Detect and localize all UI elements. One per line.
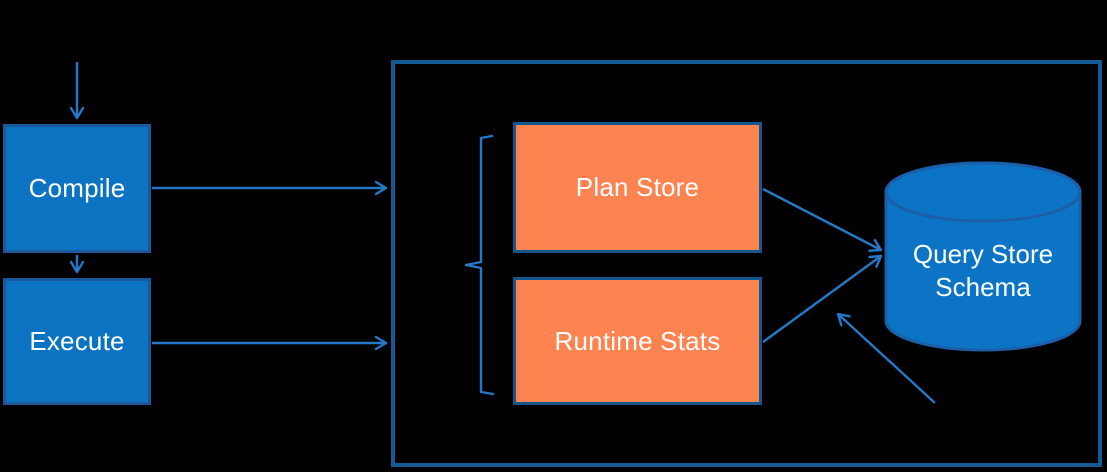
query-store-schema-line2: Schema <box>935 272 1031 302</box>
execute-node: Execute <box>3 278 151 405</box>
runtime-stats-node: Runtime Stats <box>513 277 762 405</box>
plan-store-label: Plan Store <box>575 172 700 202</box>
plan-store-node: Plan Store <box>513 122 762 253</box>
compile-node: Compile <box>3 124 151 253</box>
runtime-stats-label: Runtime Stats <box>554 325 721 356</box>
query-store-schema-line1: Query Store <box>912 239 1054 269</box>
query-store-schema-label: Query Store Schema <box>886 238 1080 304</box>
compile-label: Compile <box>28 173 126 203</box>
query-store-container-box <box>391 60 1102 467</box>
execute-label: Execute <box>29 326 125 356</box>
